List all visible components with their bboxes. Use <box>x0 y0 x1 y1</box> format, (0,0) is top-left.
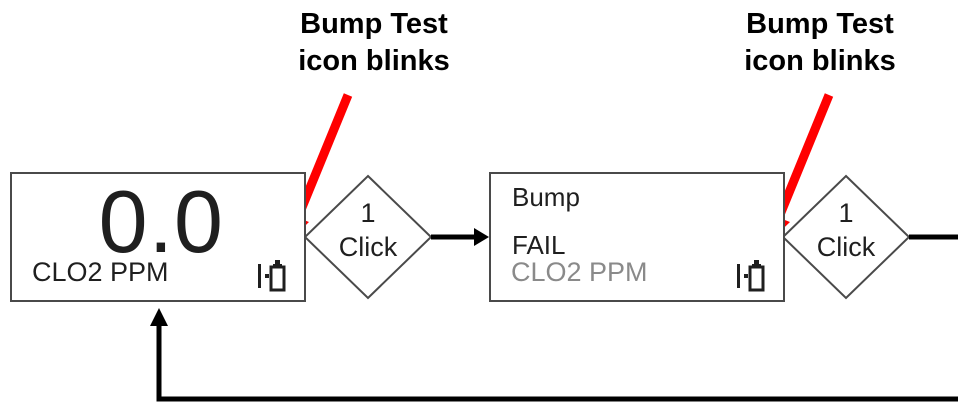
diamond-label-1: 1 Click <box>328 196 408 264</box>
decision-diamond-1 <box>303 174 433 300</box>
unit-label: CLO2 PPM <box>511 257 648 287</box>
bump-test-icon <box>737 260 765 292</box>
annotation-line2: icon blinks <box>744 45 896 77</box>
display-screen-bump-fail: Bump FAIL CLO2 PPM <box>489 172 785 302</box>
display-screen-reading: 0.0 CLO2 PPM <box>10 172 306 302</box>
click-count: 1 <box>360 198 376 228</box>
diamond-label-2: 1 Click <box>806 196 886 264</box>
gas-reading: 0.0 <box>98 172 224 271</box>
unit-label: CLO2 PPM <box>32 257 169 287</box>
annotation-bump-test-1: Bump Test icon blinks <box>274 6 474 80</box>
click-action: Click <box>338 232 398 262</box>
annotation-bump-test-2: Bump Test icon blinks <box>720 6 920 80</box>
annotation-line1: Bump Test <box>746 8 894 40</box>
bump-test-icon <box>258 260 286 292</box>
decision-diamond-2 <box>781 174 911 300</box>
flow-return-line <box>156 322 958 402</box>
click-count: 1 <box>838 198 854 228</box>
fail-status: FAIL <box>512 230 566 260</box>
annotation-line1: Bump Test <box>300 8 448 40</box>
annotation-line2: icon blinks <box>298 45 450 77</box>
bump-label: Bump <box>512 182 580 212</box>
click-action: Click <box>816 232 876 262</box>
